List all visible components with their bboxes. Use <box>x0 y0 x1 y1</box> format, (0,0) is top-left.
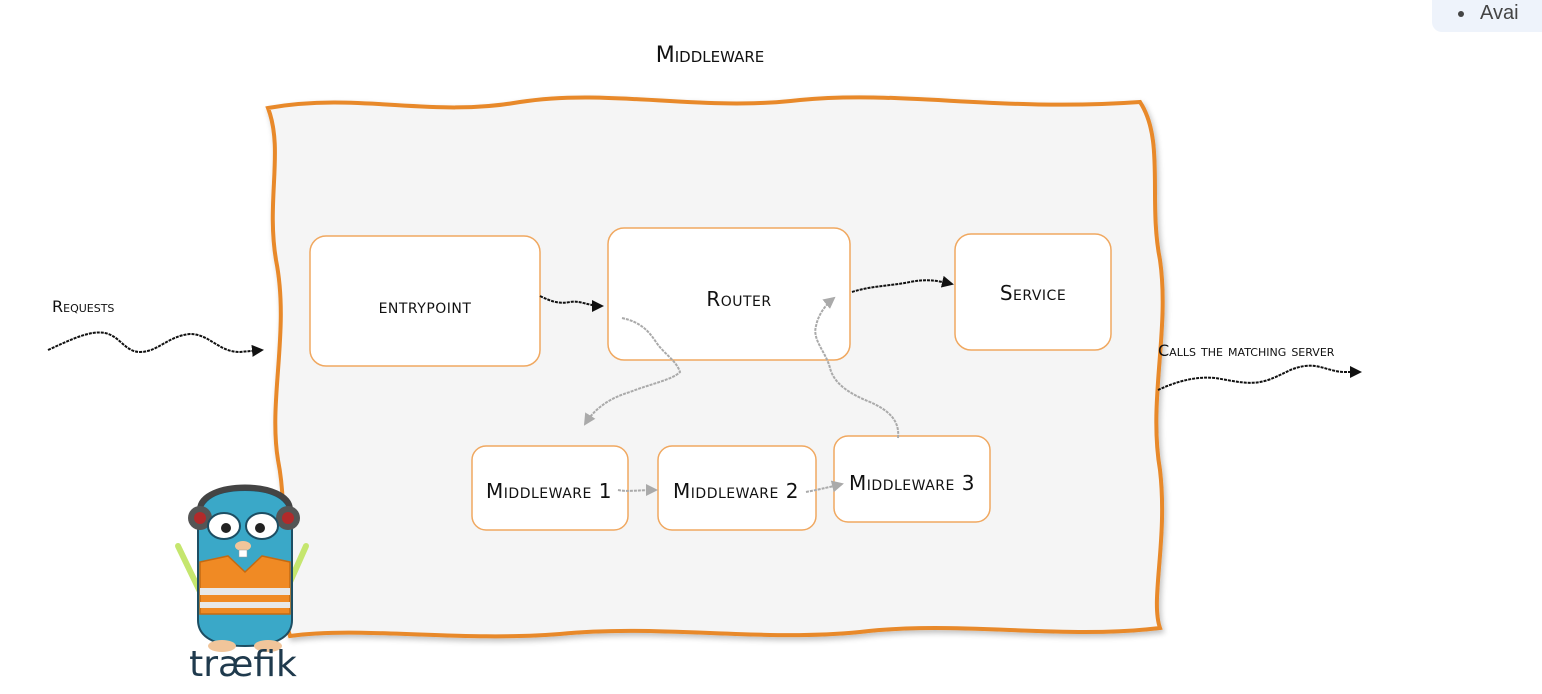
diagram-title: Middleware <box>656 43 765 68</box>
middleware-2-box: Middleware 2 <box>657 445 817 531</box>
requests-label: Requests <box>52 297 114 316</box>
entrypoint-box: entrypoint <box>309 235 541 367</box>
calls-label: Calls the matching server <box>1158 341 1335 360</box>
requests-arrow <box>47 331 264 357</box>
middleware-1-label: Middleware 1 <box>486 479 612 503</box>
middleware-2-label: Middleware 2 <box>673 479 799 503</box>
router-box: Router <box>607 227 851 361</box>
entrypoint-to-router-arrow <box>539 295 604 312</box>
chip-text: Avai <box>1480 2 1519 24</box>
middleware-3-label: Middleware 3 <box>849 471 975 495</box>
middleware-1-to-2-arrow <box>617 484 658 497</box>
router-label: Router <box>706 287 771 311</box>
traefik-logo-text: træfik <box>189 644 297 685</box>
entrypoint-label: entrypoint <box>379 294 472 318</box>
middleware-3-box: Middleware 3 <box>833 435 991 523</box>
router-to-middleware-1-arrow <box>583 317 682 426</box>
middleware-frame <box>265 95 1165 639</box>
router-to-service-arrow <box>851 275 954 293</box>
gopher-mascot-icon <box>175 484 309 652</box>
cutoff-list-chip: Avai <box>1432 0 1542 32</box>
bullet-icon <box>1458 10 1464 17</box>
calls-arrow <box>1157 364 1362 391</box>
middleware-2-to-3-arrow <box>805 480 844 493</box>
middleware-1-box: Middleware 1 <box>471 445 629 531</box>
service-box: Service <box>954 233 1112 351</box>
service-label: Service <box>1000 281 1066 305</box>
middleware-3-to-router-arrow <box>814 296 900 439</box>
